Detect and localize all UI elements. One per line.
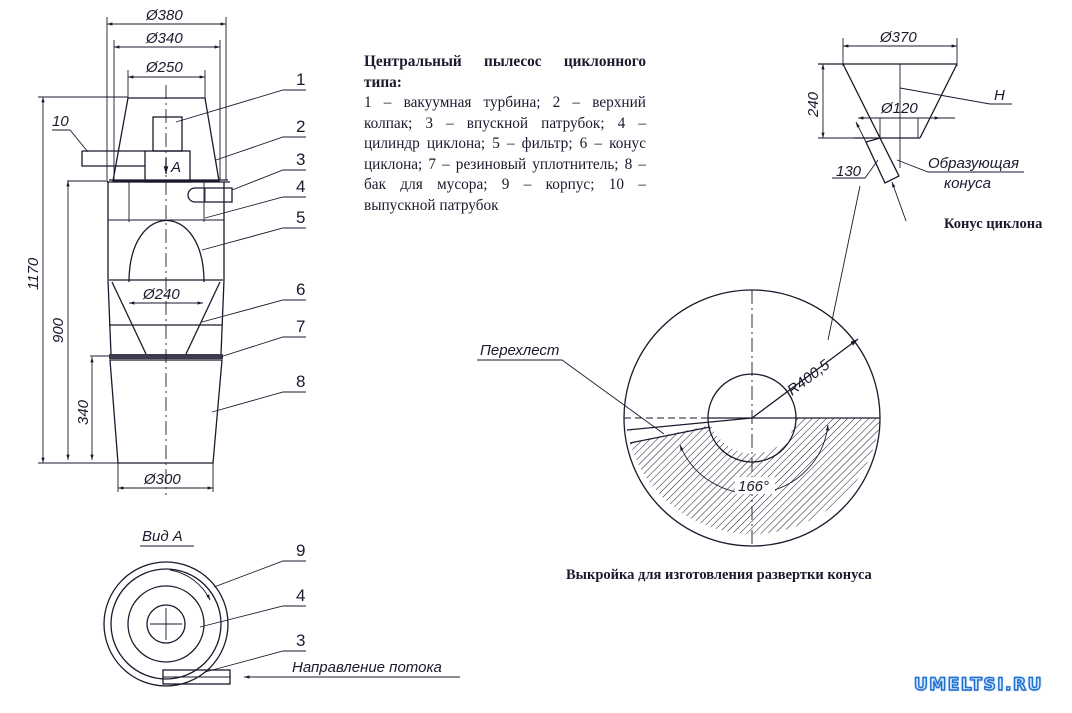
callout-2: 2 [296, 117, 305, 136]
pattern-caption: Выкройка для изготовления развертки кону… [566, 567, 872, 583]
view-a: Вид А 9 4 3 Направление потока [103, 528, 460, 687]
cone-caption: Конус циклона [944, 216, 1043, 232]
dim-d380: Ø380 [145, 7, 183, 24]
callout-1: 1 [296, 70, 305, 89]
overlap-label: Перехлест [480, 342, 559, 359]
cone-pattern: R400,5 166° Перехлест [477, 289, 881, 547]
dim-d300: Ø300 [143, 471, 181, 488]
cone-dim-h240: 240 [805, 91, 822, 118]
legend-body: 1 – вакуумная турбина; 2 – верхний колпа… [364, 94, 646, 214]
main-view: Ø380 Ø340 Ø250 A Ø240 [25, 7, 306, 495]
callout-7: 7 [296, 317, 305, 336]
legend-title: Центральный пылесос циклонного типа: [364, 53, 646, 91]
view-a-callout-9: 9 [296, 541, 305, 560]
view-a-callout-4: 4 [296, 586, 305, 605]
callout-8: 8 [296, 372, 305, 391]
legend: Центральный пылесос циклонного типа: 1 –… [364, 52, 646, 216]
dim-d250: Ø250 [145, 59, 183, 76]
dim-h340: 340 [75, 399, 92, 425]
callout-6: 6 [296, 280, 305, 299]
cone-dim-130: 130 [836, 163, 862, 180]
cone-dim-d120: Ø120 [880, 100, 918, 117]
callout-5: 5 [296, 208, 305, 227]
pattern-angle: 166° [738, 478, 769, 495]
pattern-radius: R400,5 [784, 356, 833, 399]
view-a-title: Вид А [142, 528, 183, 545]
dim-d340: Ø340 [145, 30, 183, 47]
cone-view: Ø370 Ø120 240 H 130 Образующая конуса Ко… [805, 29, 1043, 341]
generatrix-label-line2: конуса [944, 175, 991, 192]
view-a-arrow-label: A [170, 159, 181, 176]
callout-3: 3 [296, 150, 305, 169]
dim-h900: 900 [50, 317, 67, 343]
callout-10: 10 [52, 113, 69, 130]
flow-direction-label: Направление потока [292, 659, 442, 676]
dim-h1170: 1170 [25, 257, 42, 290]
callout-4: 4 [296, 177, 305, 196]
view-a-callout-3: 3 [296, 631, 305, 650]
cone-h-label: H [994, 87, 1005, 104]
cone-dim-d370: Ø370 [879, 29, 917, 46]
generatrix-label-line1: Образующая [928, 155, 1019, 172]
dim-d240: Ø240 [142, 286, 180, 303]
watermark-logo: UMELTSI.RU [913, 674, 1043, 695]
